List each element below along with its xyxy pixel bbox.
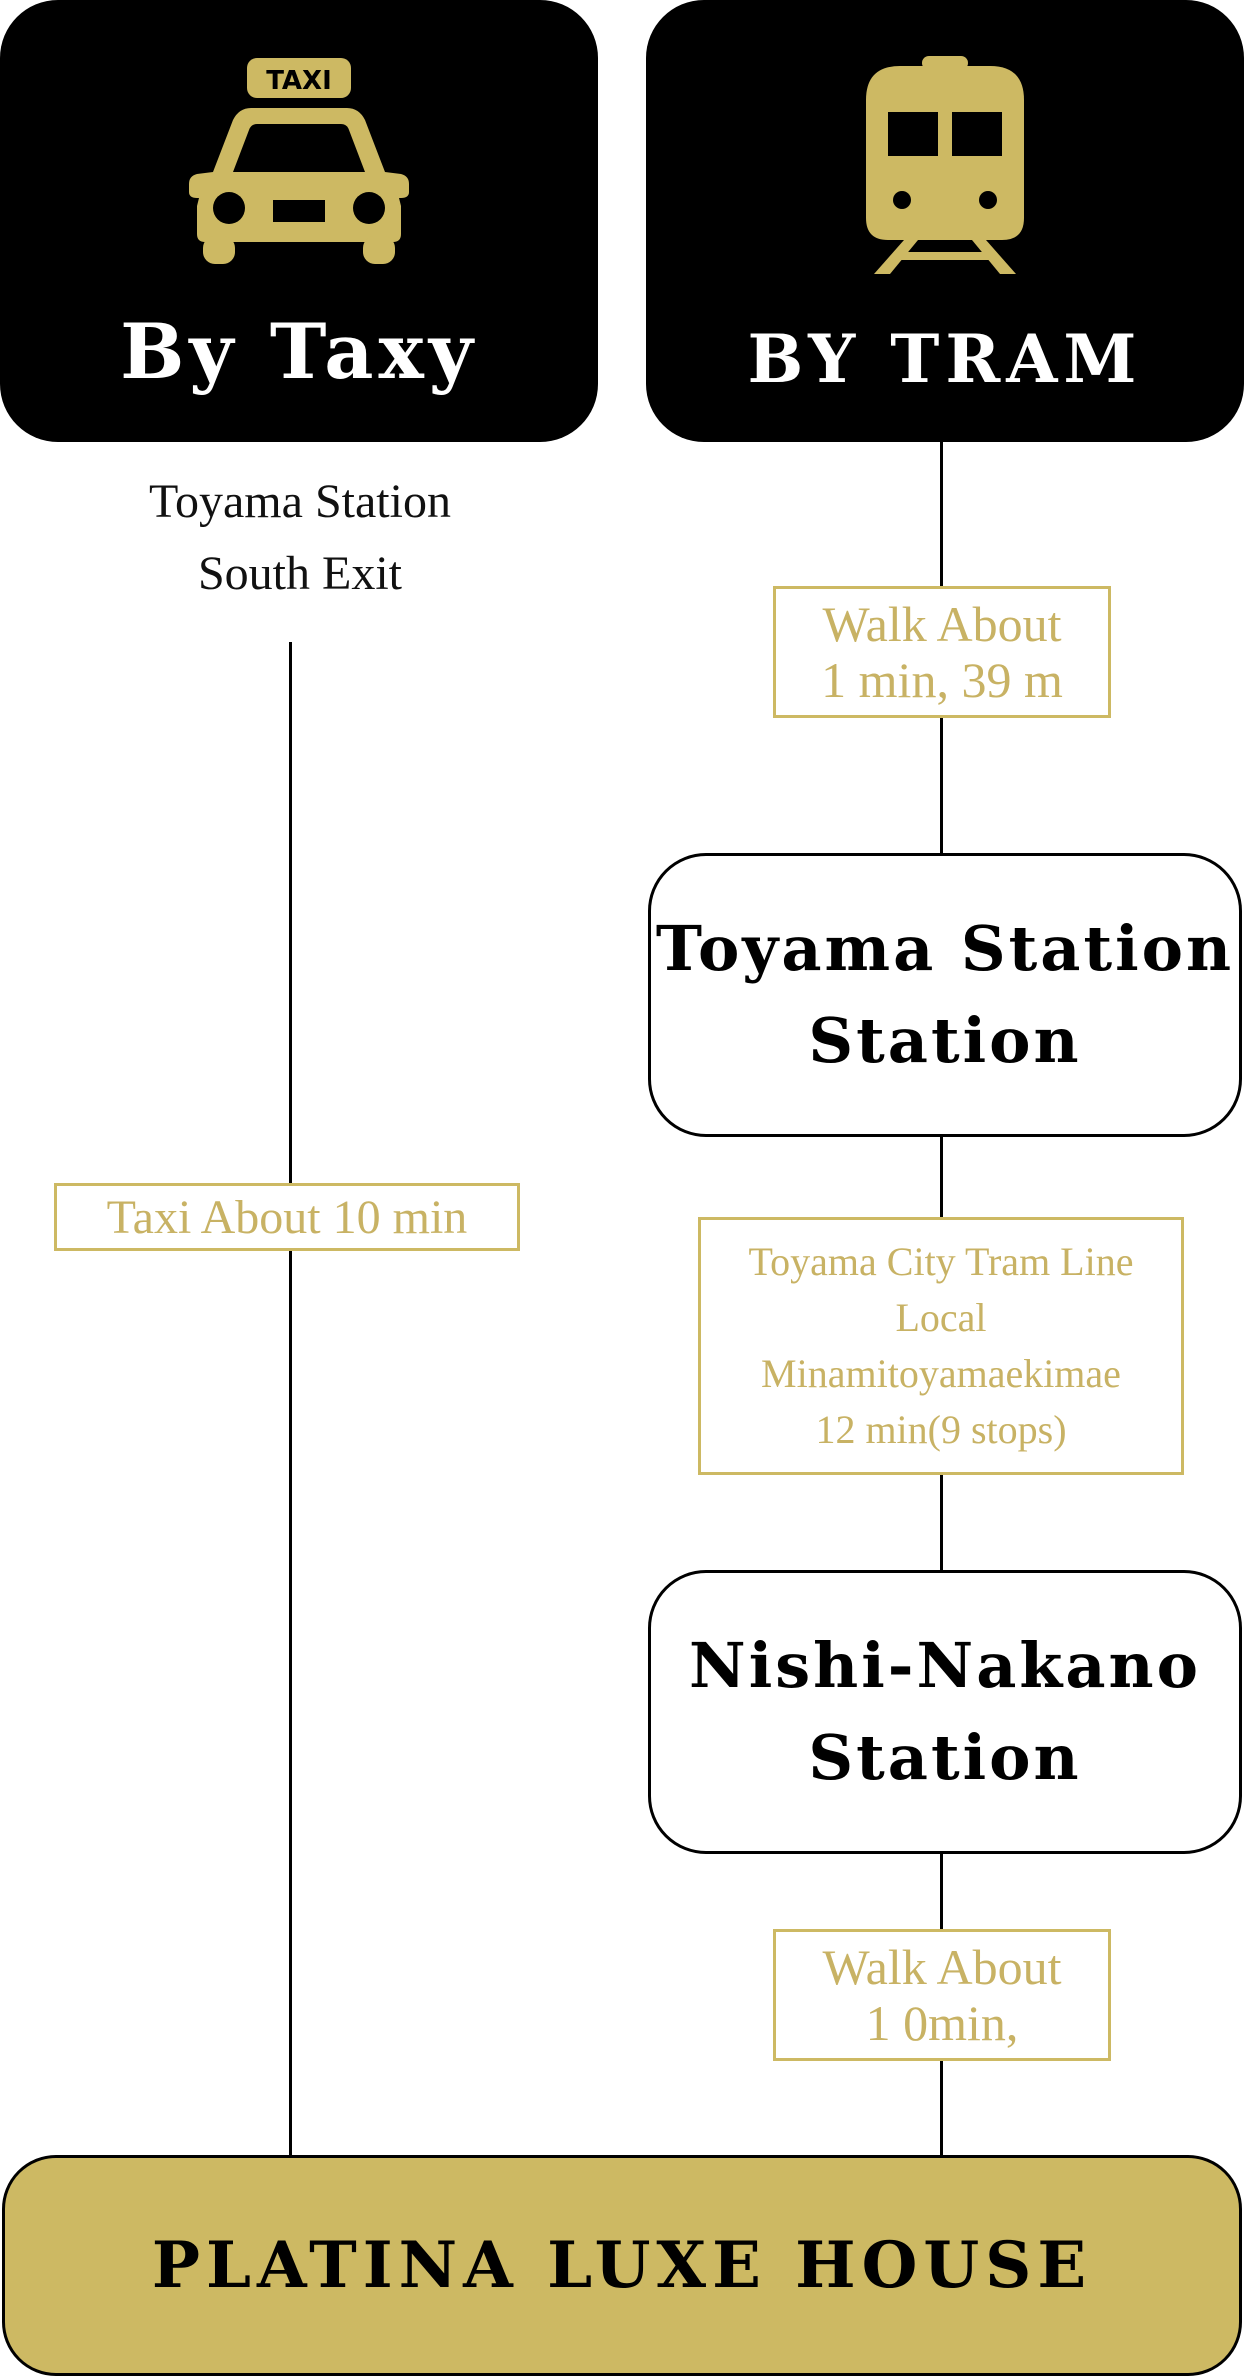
tram-ride-line-4: 12 min(9 stops) xyxy=(815,1407,1067,1452)
tram-walk-1-line-2: 1 min, 39 m xyxy=(821,652,1063,708)
taxi-ride-box: Taxi About 10 min xyxy=(54,1183,520,1251)
station-2-line-2: Station xyxy=(808,1721,1082,1794)
taxi-route-line xyxy=(289,642,292,2158)
tram-walk-2-line-2: 1 0min, xyxy=(865,1995,1019,2051)
station-2-line-1: Nishi-Nakano xyxy=(689,1629,1201,1702)
tram-icon xyxy=(860,54,1030,279)
tram-ride-line-3: Minamitoyamaekimae xyxy=(761,1351,1121,1396)
taxi-start-line-2: South Exit xyxy=(197,547,403,600)
tram-header: BY TRAM xyxy=(646,0,1244,442)
tram-walk-box-2: Walk About 1 0min, xyxy=(773,1929,1111,2061)
tram-ride-box: Toyama City Tram Line Local Minamitoyama… xyxy=(698,1217,1184,1475)
tram-header-title: BY TRAM xyxy=(747,320,1143,398)
tram-walk-box-1: Walk About 1 min, 39 m xyxy=(773,586,1111,718)
tram-walk-1-line-1: Walk About xyxy=(822,596,1062,652)
tram-station-toyama: Toyama Station Station xyxy=(648,853,1242,1137)
tram-ride-line-1: Toyama City Tram Line xyxy=(748,1239,1134,1284)
tram-ride-line-2: Local xyxy=(895,1295,987,1340)
taxi-start-label: Toyama Station South Exit xyxy=(60,466,540,610)
taxi-ride-label: Taxi About 10 min xyxy=(106,1190,468,1244)
svg-text:TAXI: TAXI xyxy=(266,66,332,96)
destination-box: PLATINA LUXE HOUSE xyxy=(2,2155,1242,2376)
tram-station-nishi-nakano: Nishi-Nakano Station xyxy=(648,1570,1242,1854)
taxi-header-title: By Taxy xyxy=(120,307,478,396)
tram-walk-2-line-1: Walk About xyxy=(822,1939,1062,1995)
destination-label: PLATINA LUXE HOUSE xyxy=(151,2228,1093,2303)
station-1-line-2: Station xyxy=(808,1004,1082,1077)
station-1-line-1: Toyama Station xyxy=(655,912,1235,985)
taxi-icon: TAXI xyxy=(189,56,409,266)
taxi-start-line-1: Toyama Station xyxy=(149,475,451,528)
taxi-header: TAXI By Taxy xyxy=(0,0,598,442)
